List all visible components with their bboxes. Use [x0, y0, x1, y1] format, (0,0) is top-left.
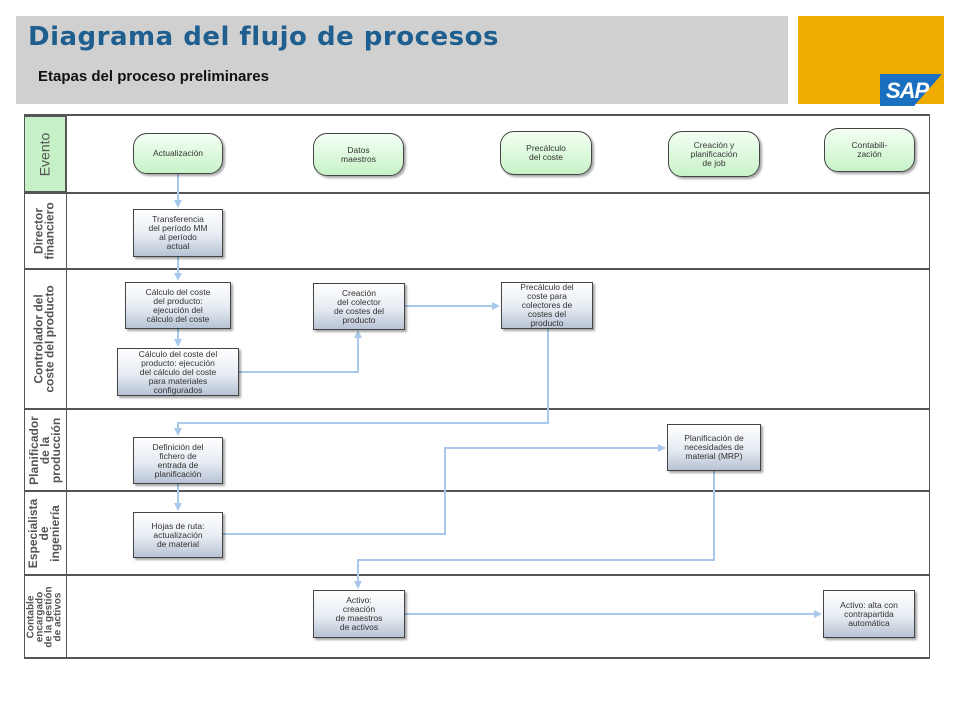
lane-border — [24, 114, 25, 659]
page-subtitle: Etapas del proceso preliminares — [38, 68, 269, 85]
lane-border — [24, 268, 930, 270]
event-creacion-job: Creación y planificación de job — [668, 131, 760, 177]
task-definicion-fichero: Definición del fichero de entrada de pla… — [133, 437, 223, 484]
lane-border — [24, 114, 930, 116]
task-transferencia-periodo: Transferencia del período MM al período … — [133, 209, 223, 257]
connector-hojas-mrp — [223, 444, 666, 535]
task-activo-alta: Activo: alta con contrapartida automátic… — [823, 590, 915, 638]
lane-border — [66, 114, 67, 659]
task-activo-maestros: Activo: creación de maestros de activos — [313, 590, 405, 638]
task-planificacion-mrp: Planificación de necesidades de material… — [667, 424, 761, 471]
lane-border — [24, 490, 930, 492]
connector-mrp-activo — [354, 471, 715, 589]
header-banner: Diagrama del flujo de procesos Etapas de… — [16, 16, 788, 104]
task-calculo-coste-producto: Cálculo del coste del producto: ejecució… — [125, 282, 231, 329]
lane-border — [24, 657, 930, 659]
lane-label-evento: Evento — [24, 116, 66, 192]
connector-calculo2-colector — [239, 330, 362, 373]
lane-border — [24, 192, 930, 194]
connector-precalculo-definicion — [174, 329, 549, 436]
event-actualizacion: Actualización — [133, 133, 223, 174]
sap-logo-text: SAP — [886, 78, 929, 103]
page-title: Diagrama del flujo de procesos — [28, 22, 499, 52]
task-creacion-colector: Creación del colector de costes del prod… — [313, 283, 405, 330]
event-datos-maestros: Datos maestros — [313, 133, 404, 176]
task-precalculo-colectores: Precálculo del coste para colectores de … — [501, 282, 593, 329]
lane-border — [929, 114, 930, 659]
event-contabilizacion: Contabili- zación — [824, 128, 915, 172]
event-precalculo-coste: Precálculo del coste — [500, 131, 592, 175]
lane-border — [24, 574, 930, 576]
sap-logo-icon — [880, 74, 942, 106]
task-hojas-de-ruta: Hojas de ruta: actualización de material — [133, 512, 223, 558]
task-calculo-coste-configurados: Cálculo del coste del producto: ejecució… — [117, 348, 239, 396]
lane-border — [24, 408, 930, 410]
